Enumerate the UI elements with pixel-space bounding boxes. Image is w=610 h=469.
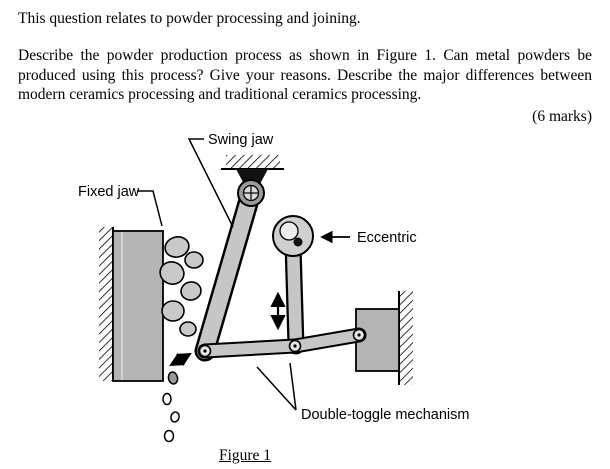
swing-jaw-label: Swing jaw <box>208 132 274 148</box>
marks-text: (6 marks) <box>532 107 592 125</box>
toggle-links <box>197 327 367 358</box>
figure-caption-row: Figure 1 <box>0 447 490 465</box>
falling-particles <box>162 370 180 442</box>
double-toggle-leader-lines <box>256 362 297 411</box>
question-text: Describe the powder production process a… <box>18 47 592 103</box>
fixed-jaw-block <box>112 229 164 382</box>
toggle-pin-joints <box>198 328 366 357</box>
figure-1-diagram: Swing jaw Fixed jaw Eccentric Double-tog… <box>0 127 592 447</box>
eccentric-wheel <box>272 214 314 257</box>
rock-lumps <box>159 235 204 337</box>
jaw-crusher-diagram: Swing jaw Fixed jaw Eccentric Double-tog… <box>78 132 469 442</box>
jaw-motion-arrow <box>169 352 192 366</box>
fixed-jaw-leader-line <box>137 189 163 226</box>
intro-text: This question relates to powder processi… <box>18 10 361 27</box>
swing-jaw-leader-line <box>187 137 234 227</box>
left-wall-hatch <box>99 226 114 381</box>
swing-jaw-pivot <box>237 178 265 207</box>
figure-caption: Figure 1 <box>218 446 272 464</box>
double-toggle-label: Double-toggle mechanism <box>301 407 469 423</box>
right-wall-hatch <box>398 290 413 385</box>
pitman-rod <box>284 236 305 354</box>
fixed-jaw-label: Fixed jaw <box>78 184 140 200</box>
ceiling-mount <box>221 154 284 184</box>
swing-jaw-bar <box>194 182 262 361</box>
eccentric-label: Eccentric <box>357 230 417 246</box>
